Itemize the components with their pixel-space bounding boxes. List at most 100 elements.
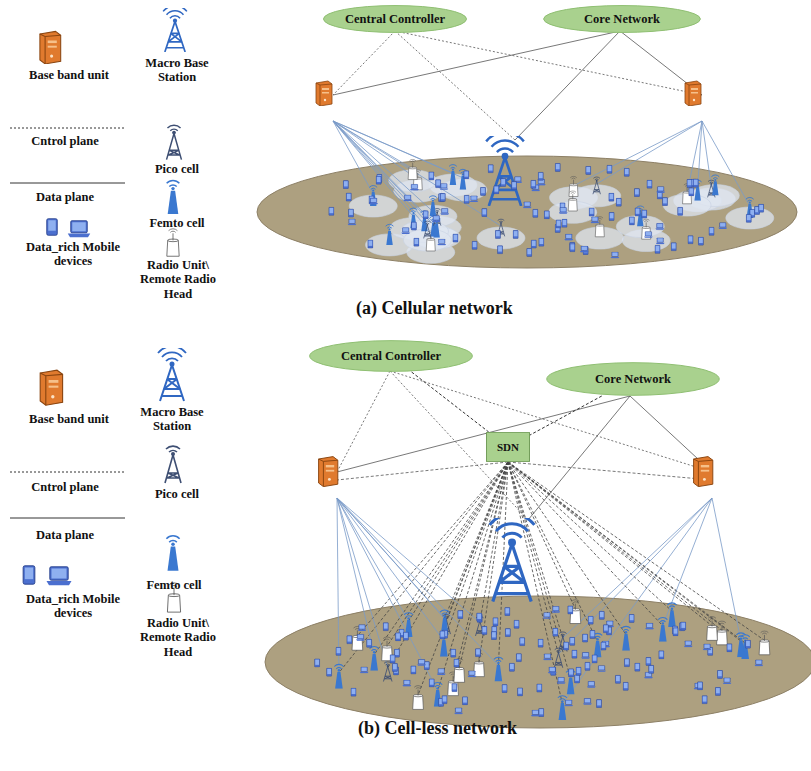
- phone-icon: [454, 659, 459, 667]
- femto-icon: [667, 603, 676, 627]
- fronthaul-line: [337, 498, 480, 622]
- phone-icon: [689, 188, 694, 196]
- sdn-control-line: [508, 462, 764, 640]
- phone-icon: [589, 208, 594, 216]
- macro-icon: [486, 132, 524, 206]
- phone-icon: [662, 197, 667, 205]
- legend-label: Femto cell: [138, 216, 216, 230]
- fronthaul-line: [702, 121, 750, 206]
- phone-icon: [688, 236, 693, 244]
- phone-icon: [513, 230, 518, 238]
- fronthaul-line: [712, 498, 741, 641]
- laptop-icon: [440, 208, 449, 214]
- laptop-icon: [551, 606, 560, 612]
- backhaul-line: [337, 396, 630, 472]
- legend-label: Radio Unit\ Remote Radio Head: [138, 258, 218, 301]
- sdn-control-line: [438, 462, 508, 691]
- cell-coverage: [403, 229, 451, 251]
- laptop-icon: [543, 654, 552, 660]
- figure-caption: (b) Cell-less network: [358, 718, 517, 739]
- backhaul-line: [515, 31, 620, 140]
- laptop-icon: [348, 219, 357, 225]
- cloud-shape: [547, 363, 719, 396]
- laptop-icon: [432, 216, 441, 222]
- rrh-icon: [759, 631, 770, 655]
- phone-icon: [458, 610, 463, 618]
- femto-icon: [558, 696, 567, 720]
- phone-icon: [482, 626, 487, 634]
- phone-icon: [596, 699, 601, 707]
- laptop-icon: [437, 669, 446, 675]
- legend-label: Cntrol plane: [10, 480, 120, 494]
- phone-icon: [592, 655, 597, 663]
- node-label: Core Network: [584, 12, 660, 27]
- phone-icon: [509, 663, 514, 671]
- rrh-icon: [454, 659, 465, 683]
- rrh-icon: [568, 191, 577, 211]
- sdn-control-line: [357, 462, 508, 636]
- laptop-icon: [611, 252, 620, 258]
- fronthaul-line: [337, 498, 438, 691]
- pico-icon: [593, 177, 600, 194]
- sdn-control-line: [444, 462, 508, 641]
- sdn-control-line: [508, 462, 712, 626]
- phone-icon: [429, 172, 434, 180]
- phone-icon: [367, 639, 372, 647]
- laptop-icon: [401, 228, 410, 234]
- laptop-icon: [543, 612, 552, 618]
- phone-icon: [715, 687, 720, 695]
- phone-icon: [678, 207, 683, 215]
- phone-icon: [403, 632, 408, 640]
- legend-label: Radio Unit\ Remote Radio Head: [138, 616, 218, 659]
- backhaul-line: [337, 371, 390, 472]
- fronthaul-line: [558, 498, 712, 654]
- phone-icon: [698, 237, 703, 245]
- laptop-icon: [440, 183, 449, 189]
- node-label: Central Controller: [345, 12, 445, 27]
- femto-icon: [369, 186, 377, 207]
- fronthaul-line: [333, 121, 413, 217]
- phone-icon: [609, 212, 614, 220]
- cloud-ellipse: Central Controller: [322, 5, 468, 33]
- backhaul-line: [390, 371, 528, 520]
- laptop-icon: [581, 652, 590, 658]
- control-link: [530, 396, 602, 435]
- phone-icon: [520, 638, 525, 646]
- femto-icon: [386, 224, 394, 245]
- sdn-control-line: [508, 462, 741, 641]
- phone-icon: [673, 628, 678, 636]
- femto-icon: [334, 664, 343, 688]
- sdn-control-line: [508, 462, 672, 611]
- sdn-box: SDN: [486, 432, 530, 462]
- phone-icon: [601, 642, 606, 650]
- phone-icon: [586, 166, 591, 174]
- phone-icon: [563, 642, 568, 650]
- phone-icon: [646, 657, 651, 665]
- phone-icon: [502, 684, 507, 692]
- phone-icon: [562, 219, 567, 227]
- laptop-icon: [564, 700, 573, 706]
- fronthaul-line: [337, 498, 374, 655]
- phone-icon: [336, 647, 341, 655]
- pico-icon: [383, 662, 392, 682]
- laptop-icon: [402, 680, 411, 686]
- phone-icon: [624, 659, 629, 667]
- legend-label: Pico cell: [138, 487, 216, 501]
- phone-icon: [346, 193, 351, 201]
- phone-icon: [511, 181, 516, 189]
- sdn-control-line: [508, 462, 598, 642]
- fronthaul-line: [333, 121, 463, 178]
- sdn-control-line: [459, 462, 508, 668]
- bbu-icon: [316, 81, 332, 106]
- phone-icon: [655, 245, 660, 253]
- phone-icon: [609, 193, 614, 201]
- bbu-icon: [685, 81, 701, 106]
- fronthaul-line: [597, 121, 702, 184]
- phone-icon: [343, 180, 348, 188]
- laptop-icon: [703, 644, 712, 650]
- phone-icon: [440, 193, 445, 201]
- backhaul-line: [395, 31, 515, 140]
- phone-icon: [538, 172, 543, 180]
- bbu-icon: [319, 457, 338, 487]
- phone-icon: [482, 208, 487, 216]
